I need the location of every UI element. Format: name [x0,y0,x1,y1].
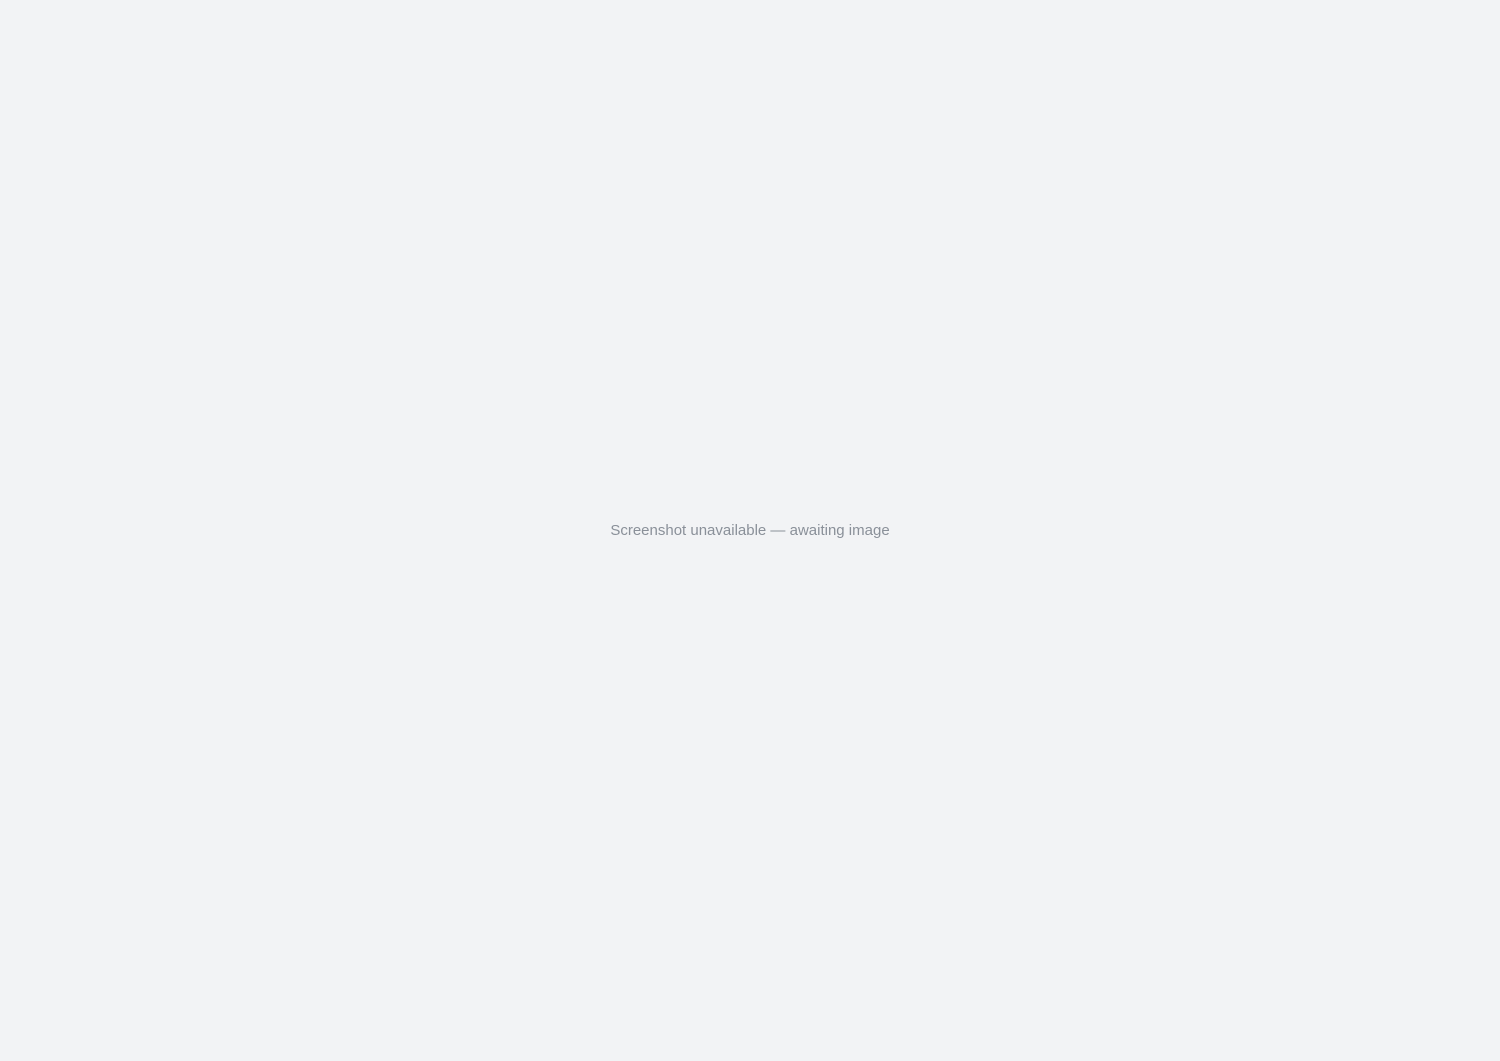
placeholder-notice: Screenshot unavailable — awaiting image [610,522,890,539]
